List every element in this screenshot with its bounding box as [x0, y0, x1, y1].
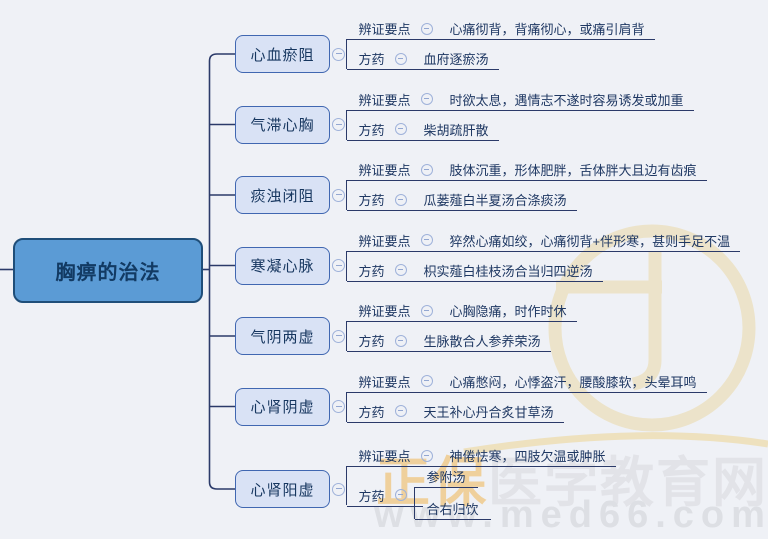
subtopic-row[interactable]: 辨证要点 神倦怯寒，四肢欠温或肿胀 — [346, 445, 616, 467]
detail-text: 瓜蒌薤白半夏汤合涤痰汤 — [423, 193, 567, 208]
subtopic-label: 辨证要点 — [358, 233, 411, 249]
subtopic-row[interactable]: 方药 天王补心丹合炙甘草汤 — [346, 401, 564, 423]
detail-text: 血府逐瘀汤 — [423, 52, 489, 67]
branch-bracket — [346, 39, 347, 69]
subtopic-label: 方药 — [358, 193, 385, 208]
topic-node[interactable]: 心肾阴虚 — [235, 387, 330, 426]
subtopic-label: 方药 — [358, 488, 385, 504]
detail-text: 天王补心丹合炙甘草汤 — [423, 404, 554, 420]
subtopic-row[interactable]: 辨证要点 时欲太息，遇情志不遂时容易诱发或加重 — [346, 89, 694, 111]
topic-node[interactable]: 心血瘀阻 — [235, 35, 330, 73]
prescription-row[interactable]: 参附汤 — [414, 466, 478, 488]
collapse-minus-icon[interactable] — [420, 93, 433, 105]
subtopic-row[interactable]: 辨证要点 猝然心痛如绞，心痛彻背+伴形寒，甚则手足不温 — [346, 230, 741, 252]
branch-bracket — [346, 466, 347, 505]
topic-label: 心肾阳虚 — [250, 481, 315, 499]
root-node-label: 胸痹的治法 — [55, 262, 161, 284]
topic-label: 痰浊闭阻 — [250, 187, 315, 205]
collapse-minus-icon[interactable] — [420, 163, 433, 176]
subtopic-label: 方药 — [358, 334, 385, 349]
collapse-minus-icon[interactable] — [394, 405, 407, 417]
detail-text: 枳实薤白桂枝汤合当归四逆汤 — [423, 263, 593, 279]
subtopic-label: 辨证要点 — [358, 22, 411, 37]
collapse-minus-icon[interactable] — [394, 123, 407, 135]
detail-text: 神倦怯寒，四肢欠温或肿胀 — [449, 449, 606, 464]
subtopic-row[interactable]: 方药 血府逐瘀汤 — [346, 48, 499, 70]
prescription-row[interactable]: 合右归饮 — [414, 498, 491, 520]
branch-bracket — [346, 391, 347, 422]
topic-label: 心肾阴虚 — [250, 399, 315, 416]
topic-label: 气阴两虚 — [250, 328, 315, 346]
collapse-minus-icon[interactable] — [394, 489, 407, 501]
detail-text: 生脉散合人参养荣汤 — [423, 334, 541, 349]
branch-bracket — [346, 321, 347, 351]
collapse-minus-icon[interactable] — [394, 52, 407, 65]
subtopic-label: 辨证要点 — [358, 92, 411, 108]
collapse-minus-icon[interactable] — [394, 193, 407, 206]
detail-text: 参附汤 — [426, 470, 466, 485]
detail-text: 心痛彻背，背痛彻心，或痛引肩背 — [449, 22, 645, 37]
collapse-minus-icon[interactable] — [332, 329, 345, 343]
collapse-minus-icon[interactable] — [420, 234, 433, 246]
subtopic-row[interactable]: 辨证要点 心胸隐痛，时作时休 — [346, 300, 577, 322]
detail-text: 时欲太息，遇情志不遂时容易诱发或加重 — [449, 92, 684, 108]
collapse-minus-icon[interactable] — [332, 400, 345, 413]
subtopic-label: 方药 — [358, 263, 385, 279]
subtopic-row[interactable]: 辨证要点 肢体沉重，形体肥胖，舌体胖大且边有齿痕 — [346, 159, 707, 181]
collapse-minus-icon[interactable] — [332, 47, 345, 61]
branch-bracket — [346, 109, 347, 140]
branch-bracket — [346, 180, 347, 210]
subtopic-label: 方药 — [358, 404, 385, 420]
collapse-minus-icon[interactable] — [332, 482, 345, 496]
prescription-bracket — [414, 487, 415, 519]
collapse-minus-icon[interactable] — [332, 259, 345, 272]
subtopic-label: 方药 — [358, 122, 385, 138]
collapse-minus-icon[interactable] — [420, 375, 433, 387]
collapse-minus-icon[interactable] — [332, 188, 345, 202]
topic-node[interactable]: 心肾阳虚 — [235, 470, 330, 508]
topic-label: 寒凝心脉 — [250, 258, 315, 275]
trunk-line — [208, 53, 235, 490]
collapse-minus-icon[interactable] — [394, 264, 407, 276]
subtopic-row[interactable]: 方药 — [346, 485, 423, 507]
subtopic-label: 辨证要点 — [358, 304, 411, 319]
subtopic-row[interactable]: 辨证要点 心痛彻背，背痛彻心，或痛引肩背 — [346, 18, 655, 40]
topic-label: 心血瘀阻 — [250, 46, 315, 64]
detail-text: 肢体沉重，形体肥胖，舌体胖大且边有齿痕 — [449, 163, 697, 178]
branch-bracket — [346, 250, 347, 281]
subtopic-label: 方药 — [358, 52, 385, 67]
detail-text: 心胸隐痛，时作时休 — [449, 304, 567, 319]
topic-node[interactable]: 痰浊闭阻 — [235, 176, 330, 214]
detail-text: 心痛憋闷，心悸盗汗，腰酸膝软，头晕耳鸣 — [449, 374, 697, 390]
collapse-minus-icon[interactable] — [420, 449, 433, 462]
collapse-minus-icon[interactable] — [420, 304, 433, 317]
topic-node[interactable]: 气滞心胸 — [235, 105, 330, 144]
subtopic-label: 辨证要点 — [358, 449, 411, 464]
subtopic-row[interactable]: 方药 柴胡疏肝散 — [346, 119, 499, 141]
subtopic-row[interactable]: 方药 瓜蒌薤白半夏汤合涤痰汤 — [346, 189, 577, 211]
detail-text: 猝然心痛如绞，心痛彻背+伴形寒，甚则手足不温 — [449, 233, 731, 249]
topic-node[interactable]: 气阴两虚 — [235, 317, 330, 355]
subtopic-row[interactable]: 方药 生脉散合人参养荣汤 — [346, 330, 551, 352]
collapse-minus-icon[interactable] — [420, 22, 433, 35]
collapse-minus-icon[interactable] — [394, 334, 407, 347]
subtopic-row[interactable]: 方药 枳实薤白桂枝汤合当归四逆汤 — [346, 260, 603, 282]
subtopic-label: 辨证要点 — [358, 374, 411, 390]
detail-text: 合右归饮 — [426, 502, 479, 517]
detail-text: 柴胡疏肝散 — [423, 122, 489, 138]
subtopic-label: 辨证要点 — [358, 163, 411, 178]
root-node[interactable]: 胸痹的治法 — [13, 238, 203, 303]
topic-label: 气滞心胸 — [250, 117, 315, 134]
subtopic-row[interactable]: 辨证要点 心痛憋闷，心悸盗汗，腰酸膝软，头晕耳鸣 — [346, 371, 707, 393]
collapse-minus-icon[interactable] — [332, 118, 345, 131]
topic-node[interactable]: 寒凝心脉 — [235, 246, 330, 285]
